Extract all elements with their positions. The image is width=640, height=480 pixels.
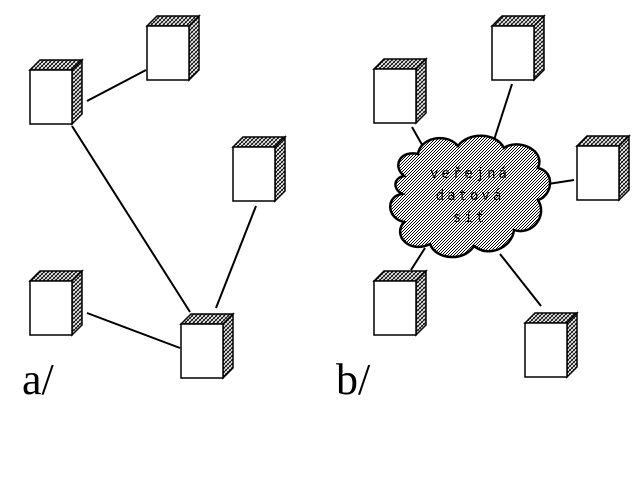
panel-a-label: a/ <box>22 355 55 404</box>
cloud-label-line2: datová <box>436 188 505 204</box>
link-a1-a5 <box>71 125 191 313</box>
link-b4-cloud <box>410 247 426 271</box>
computer-nodes <box>28 14 631 380</box>
computer-box-icon <box>490 14 546 82</box>
computer-box-icon <box>28 269 84 337</box>
computer-box-icon <box>575 134 631 202</box>
panel-a-links <box>71 69 257 349</box>
link-a1-a2 <box>86 69 147 102</box>
link-b2-cloud <box>493 83 513 141</box>
computer-box-icon <box>231 135 287 203</box>
network-cloud-icon: veřejná datová síť <box>389 134 552 259</box>
computer-box-icon <box>372 57 428 125</box>
cloud-label-line3: síť <box>453 210 487 226</box>
computer-box-icon <box>28 58 84 126</box>
computer-box-icon <box>523 311 579 379</box>
link-b5-cloud <box>499 253 542 307</box>
link-b3-cloud <box>547 179 575 185</box>
computer-box-icon <box>179 312 235 380</box>
computer-box-icon <box>372 269 428 337</box>
computer-box-icon <box>145 14 201 82</box>
cloud-label-line1: veřejná <box>430 166 510 182</box>
panel-b-label: b/ <box>336 355 371 404</box>
link-a3-a5 <box>215 205 257 309</box>
link-a4-a5 <box>86 312 181 349</box>
